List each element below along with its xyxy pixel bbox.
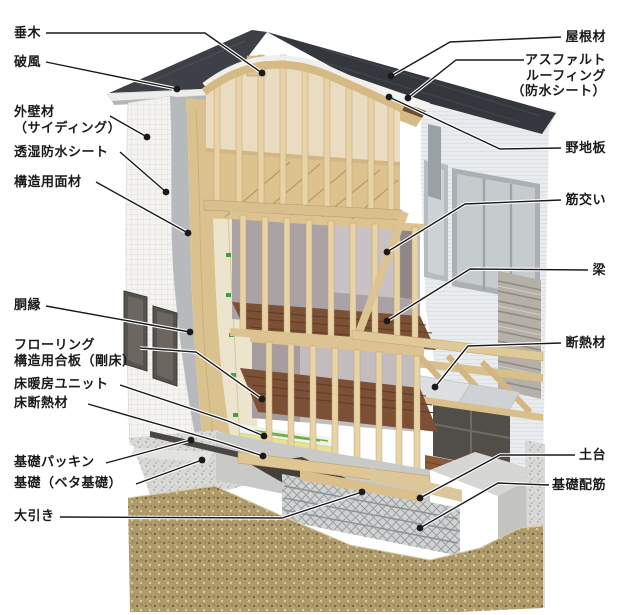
leader-toshitsu-sheet <box>119 151 167 193</box>
waterproof-sheet-layer <box>170 96 203 444</box>
sill-beam-right <box>370 468 462 502</box>
left-windows <box>123 290 178 387</box>
leader-kozoyo-menzai <box>95 181 189 234</box>
roof-frame <box>201 54 405 228</box>
label-toshitsu-sheet: 透湿防水シート <box>14 144 109 159</box>
label-gaihekizai: 外壁材 （サイディング） <box>14 104 122 135</box>
leader-dots <box>143 69 439 532</box>
label-flooring: フローリング 構造用合板（剛床） <box>14 337 136 368</box>
leader-obiki <box>59 491 363 519</box>
label-sujikai: 筋交い <box>565 192 606 207</box>
label-nojiita: 野地板 <box>565 140 606 155</box>
leader-dobuchi <box>45 305 191 333</box>
leader-yuka-dannetsuzai <box>87 403 264 457</box>
label-obiki: 大引き <box>14 508 55 523</box>
label-kozoyo-menzai: 構造用面材 <box>14 174 82 189</box>
label-tarumi: 垂木 <box>14 25 42 40</box>
structural-panel-layer <box>186 98 232 446</box>
leader-sujikai <box>386 199 562 253</box>
diagonal-brace <box>354 210 409 337</box>
leader-yanezai <box>390 36 562 77</box>
first-floor <box>239 334 438 485</box>
label-yanezai: 屋根材 <box>565 29 606 44</box>
label-dobuchi: 胴縁 <box>14 297 42 312</box>
leader-lines <box>45 32 589 529</box>
leader-dodai <box>419 454 575 499</box>
label-hafu: 破風 <box>14 54 42 69</box>
label-kiso-packing: 基礎パッキン <box>14 454 95 469</box>
foundation-packing <box>150 431 240 458</box>
leader-tarumi <box>46 32 263 74</box>
corner-trim <box>428 124 441 200</box>
label-asphalt-roofing: アスファルト ルーフィング （防水シート） <box>511 52 606 98</box>
leader-flooring <box>139 347 263 400</box>
leader-kiso-haikin <box>419 482 550 529</box>
leader-hari <box>386 268 589 322</box>
leader-dannetsuzai <box>434 342 562 388</box>
leader-gaihekizai <box>109 115 148 138</box>
second-floor <box>230 210 437 350</box>
label-yuka-dannetsuzai: 床断熱材 <box>14 395 69 410</box>
label-kiso-haikin: 基礎配筋 <box>551 477 606 492</box>
leader-hafu <box>45 61 178 90</box>
label-yukadanbo-unit: 床暖房ユニット <box>14 376 109 391</box>
label-hari: 梁 <box>592 262 606 277</box>
leader-yukadanbo <box>119 384 265 437</box>
label-kiso-beta: 基礎（ベタ基礎） <box>14 475 123 490</box>
floor-girder <box>300 470 420 502</box>
leader-asphalt-roofing <box>407 59 524 99</box>
leader-nojiita <box>388 96 562 150</box>
leader-kiso-beta <box>135 459 203 485</box>
label-dodai: 土台 <box>578 447 606 462</box>
leader-kiso-packing <box>105 439 192 464</box>
label-dannetsuzai: 断熱材 <box>565 335 606 350</box>
